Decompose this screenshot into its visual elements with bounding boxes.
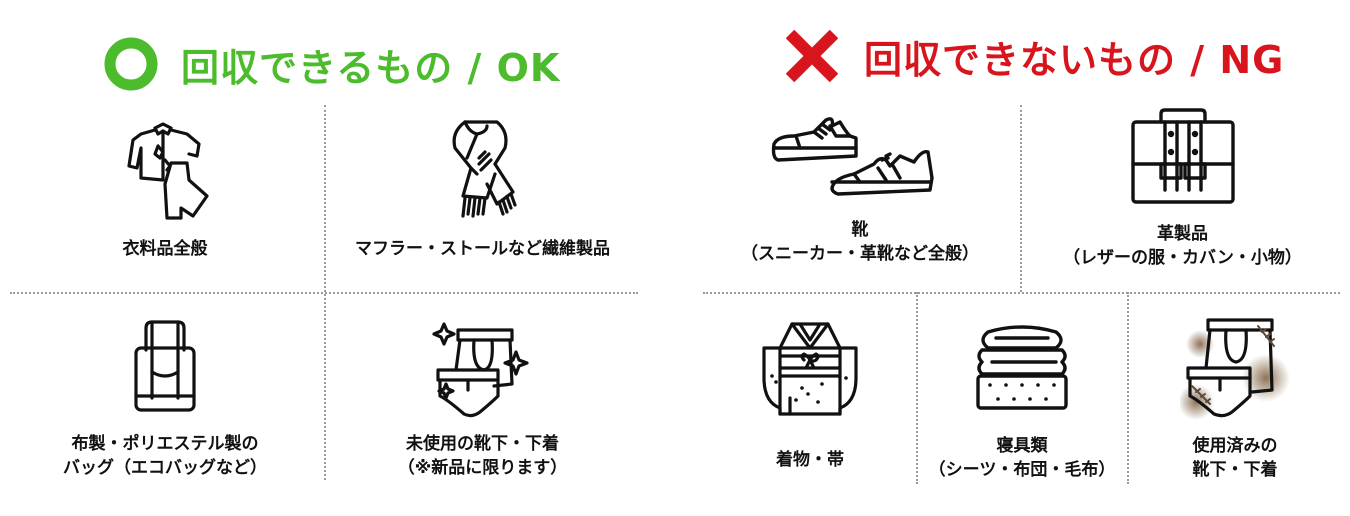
ng-item-label: 使用済みの 靴下・下着 — [1192, 436, 1278, 480]
ng-title: 回収できないもの / NG — [864, 37, 1285, 82]
ng-item-leather-bag: 革製品 （レザーの服・カバン・小物） — [1025, 108, 1340, 270]
ng-item-label: 革製品 （レザーの服・カバン・小物） — [1063, 224, 1302, 268]
tote-bag-icon — [134, 320, 196, 412]
ng-bottom-vertical-divider-2 — [1127, 292, 1129, 484]
kimono-icon — [762, 322, 858, 416]
scarf-icon — [452, 120, 517, 218]
ng-item-used-underwear: 使用済みの 靴下・下着 — [1130, 316, 1340, 482]
ng-item-label: 寝具類 （シーツ・布団・毛布） — [928, 436, 1116, 480]
ok-horizontal-divider — [10, 292, 638, 294]
ng-item-kimono: 着物・帯 — [706, 318, 914, 472]
clothing-icon — [127, 122, 209, 220]
ng-item-label: 靴 （スニーカー・革靴など全般） — [741, 220, 979, 264]
ok-heading: 回収できるもの / OK — [103, 36, 560, 92]
ok-title: 回収できるもの / OK — [181, 45, 561, 90]
ok-item-label: 布製・ポリエステル製の バッグ（エコバッグなど） — [63, 434, 267, 478]
ng-item-shoes: 靴 （スニーカー・革靴など全般） — [705, 112, 1015, 266]
ok-item-label: 衣料品全般 — [122, 239, 208, 259]
bedding-icon — [976, 325, 1068, 410]
leather-bag-icon — [1130, 108, 1235, 204]
ok-item-new-underwear: 未使用の靴下・下着 （※新品に限ります） — [330, 318, 635, 480]
new-underwear-icon — [431, 322, 529, 418]
ng-item-label: 着物・帯 — [776, 450, 844, 470]
ng-item-bedding: 寝具類 （シーツ・布団・毛布） — [918, 322, 1126, 482]
ok-item-tote-bag: 布製・ポリエステル製の バッグ（エコバッグなど） — [20, 318, 310, 480]
circle-icon — [104, 37, 158, 91]
ng-heading: 回収できないもの / NG — [782, 26, 1284, 86]
ng-top-vertical-divider — [1020, 105, 1022, 292]
ok-item-label: 未使用の靴下・下着 （※新品に限ります） — [397, 434, 568, 478]
ok-item-label: マフラー・ストールなど繊維製品 — [355, 239, 610, 259]
shoes-icon — [771, 117, 934, 196]
ng-bottom-vertical-divider-1 — [916, 292, 918, 484]
used-underwear-icon — [1180, 318, 1290, 420]
ng-horizontal-divider — [703, 292, 1340, 294]
ok-item-clothing: 衣料品全般 — [20, 118, 310, 261]
cross-icon — [785, 29, 839, 83]
ok-item-scarf: マフラー・ストールなど繊維製品 — [330, 118, 635, 261]
